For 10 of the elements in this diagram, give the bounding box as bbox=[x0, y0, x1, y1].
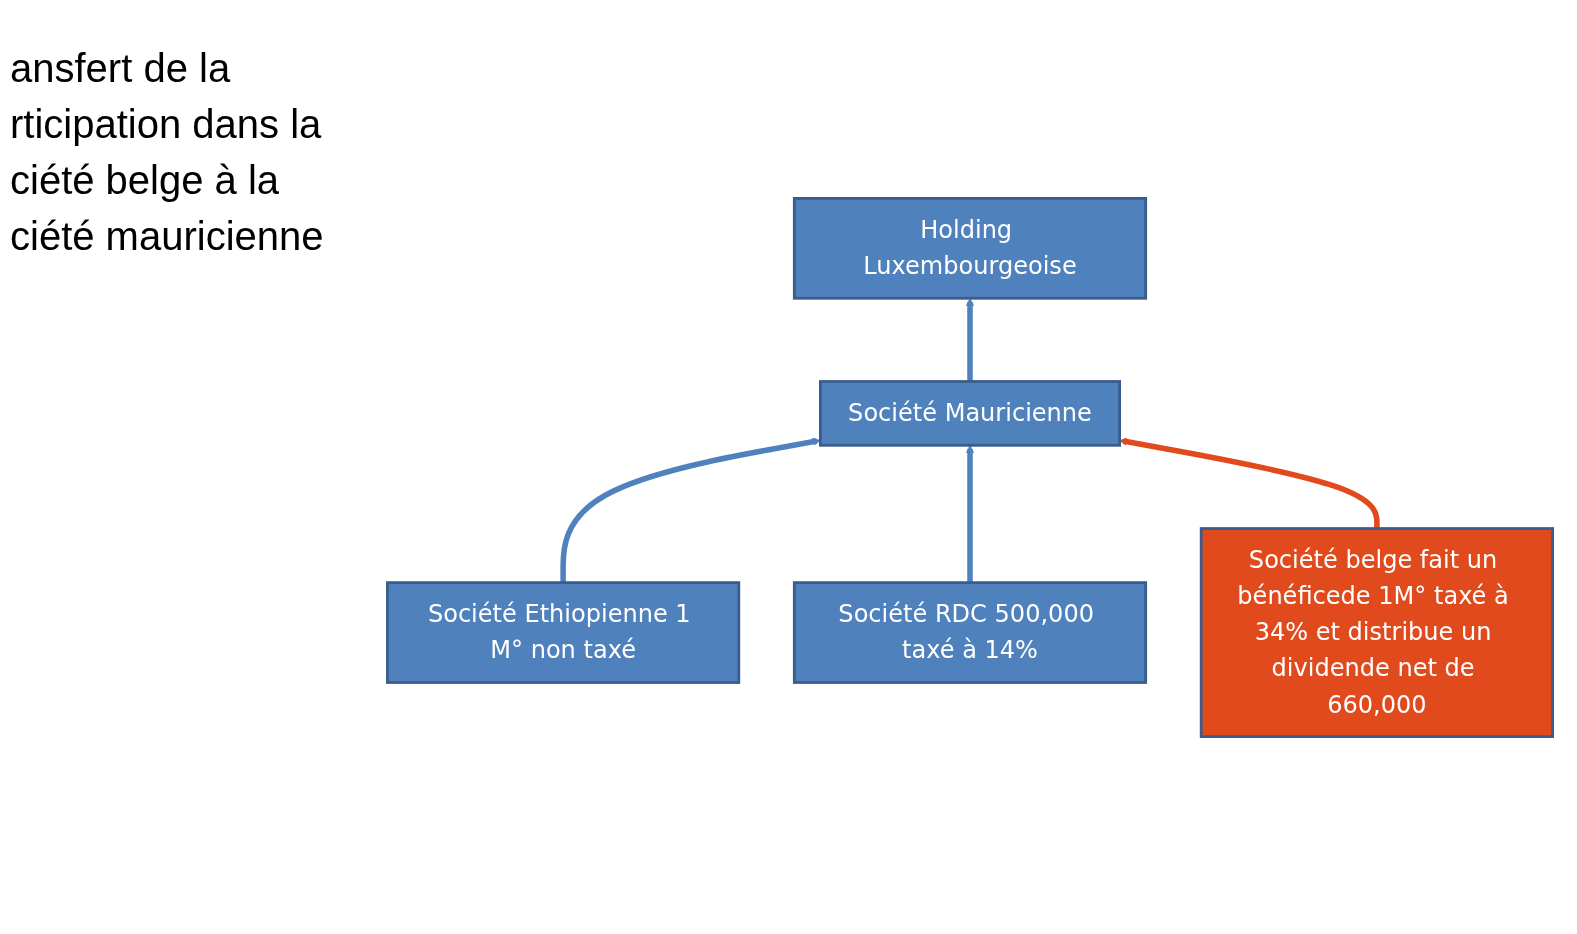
arrow bbox=[965, 444, 975, 583]
arrow bbox=[1119, 437, 1380, 529]
node-box: Société Mauricienne bbox=[819, 379, 1121, 447]
node-box: Société Ethiopienne 1 M° non taxé bbox=[386, 580, 741, 684]
node-box: Société belge fait un bénéficede 1M° taxé à 34% et distribue un dividende net de 660,000 bbox=[1199, 526, 1554, 738]
arrow bbox=[965, 297, 975, 381]
note-text: ansfert de la rticipation dans la ciété belge à la ciété mauricienne bbox=[10, 45, 325, 260]
node-box: Société RDC 500,000 taxé à 14% bbox=[792, 580, 1148, 684]
node-box: Holding Luxembourgeoise bbox=[792, 196, 1148, 300]
arrow bbox=[560, 437, 821, 583]
